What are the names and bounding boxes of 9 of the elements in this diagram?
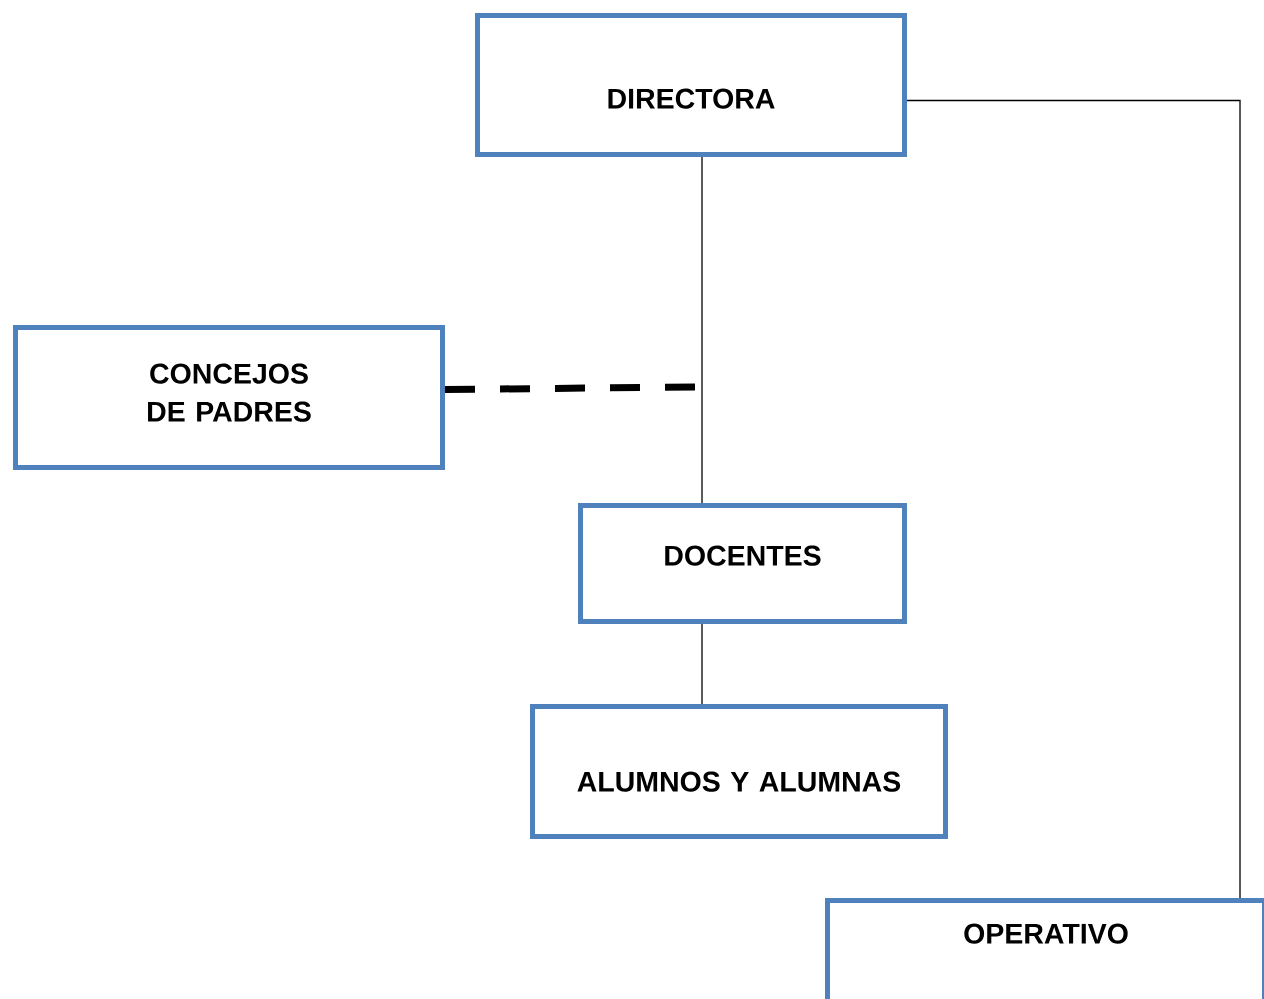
- connector-line: [701, 156, 703, 504]
- org-box: DIRECTORA: [475, 13, 907, 157]
- connector-line: [906, 99, 1241, 899]
- connector-line: [444, 383, 698, 393]
- connector-line: [701, 623, 703, 705]
- org-box: OPERATIVO: [825, 898, 1264, 999]
- org-box: ALUMNOS Y ALUMNAS: [530, 704, 948, 839]
- org-box: CONCEJOS DE PADRES: [13, 325, 445, 470]
- org-box: DOCENTES: [578, 503, 907, 624]
